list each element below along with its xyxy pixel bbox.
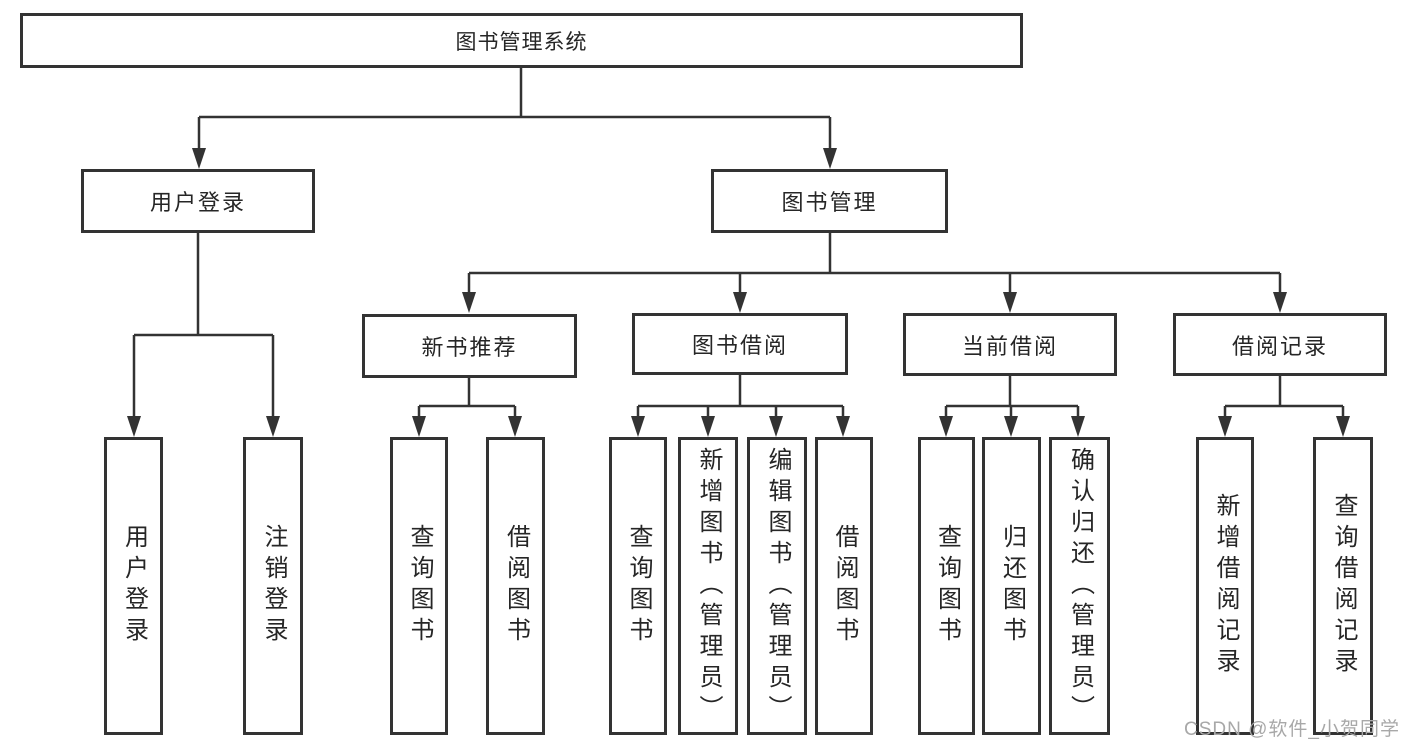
leaf-add-borrow-record: 新增借阅记录 bbox=[1196, 437, 1254, 735]
node-book-management: 图书管理 bbox=[711, 169, 948, 233]
leaf-edit-books-admin-label: 编辑图书（管理员） bbox=[764, 446, 791, 726]
leaf-recommend-borrow-books-label: 借阅图书 bbox=[502, 524, 530, 648]
leaf-logout: 注销登录 bbox=[243, 437, 303, 735]
leaf-recommend-query-books-label: 查询图书 bbox=[406, 524, 433, 648]
node-borrow-records-label: 借阅记录 bbox=[1231, 333, 1328, 359]
leaf-borrow-query-books-label: 查询图书 bbox=[625, 524, 652, 648]
leaf-return-books-label: 归还图书 bbox=[998, 524, 1026, 648]
csdn-watermark: CSDN @软件_小贺同学 bbox=[1184, 719, 1400, 740]
leaf-recommend-query-books: 查询图书 bbox=[390, 437, 448, 735]
leaf-query-borrow-record-label: 查询借阅记录 bbox=[1330, 493, 1357, 679]
leaf-current-query-books-label: 查询图书 bbox=[933, 524, 961, 648]
node-book-borrow: 图书借阅 bbox=[632, 313, 848, 375]
node-current-borrow: 当前借阅 bbox=[903, 313, 1117, 376]
leaf-add-books-admin-label: 新增图书（管理员） bbox=[695, 446, 722, 726]
node-new-book-recommend-label: 新书推荐 bbox=[421, 335, 518, 360]
node-root: 图书管理系统 bbox=[20, 13, 1023, 68]
leaf-return-books: 归还图书 bbox=[982, 437, 1041, 735]
leaf-add-borrow-record-label: 新增借阅记录 bbox=[1212, 493, 1239, 679]
leaf-confirm-return-admin-label: 确认归还（管理员） bbox=[1066, 446, 1094, 726]
leaf-logout-label: 注销登录 bbox=[260, 524, 287, 648]
leaf-borrow-books-label: 借阅图书 bbox=[831, 524, 858, 648]
leaf-user-login-label: 用户登录 bbox=[120, 524, 148, 648]
leaf-user-login: 用户登录 bbox=[104, 437, 163, 735]
leaf-borrow-books: 借阅图书 bbox=[815, 437, 873, 735]
node-book-borrow-label: 图书借阅 bbox=[691, 333, 788, 358]
node-root-label: 图书管理系统 bbox=[455, 30, 588, 54]
leaf-add-books-admin: 新增图书（管理员） bbox=[678, 437, 738, 735]
node-user-login: 用户登录 bbox=[81, 169, 315, 233]
node-current-borrow-label: 当前借阅 bbox=[961, 333, 1058, 359]
leaf-query-borrow-record: 查询借阅记录 bbox=[1313, 437, 1373, 735]
leaf-confirm-return-admin: 确认归还（管理员） bbox=[1049, 437, 1110, 735]
leaf-current-query-books: 查询图书 bbox=[918, 437, 975, 735]
node-user-login-label: 用户登录 bbox=[149, 190, 246, 215]
node-book-management-label: 图书管理 bbox=[781, 190, 878, 215]
leaf-borrow-query-books: 查询图书 bbox=[609, 437, 667, 735]
node-new-book-recommend: 新书推荐 bbox=[362, 314, 577, 378]
node-borrow-records: 借阅记录 bbox=[1173, 313, 1387, 376]
leaf-edit-books-admin: 编辑图书（管理员） bbox=[747, 437, 807, 735]
leaf-recommend-borrow-books: 借阅图书 bbox=[486, 437, 545, 735]
